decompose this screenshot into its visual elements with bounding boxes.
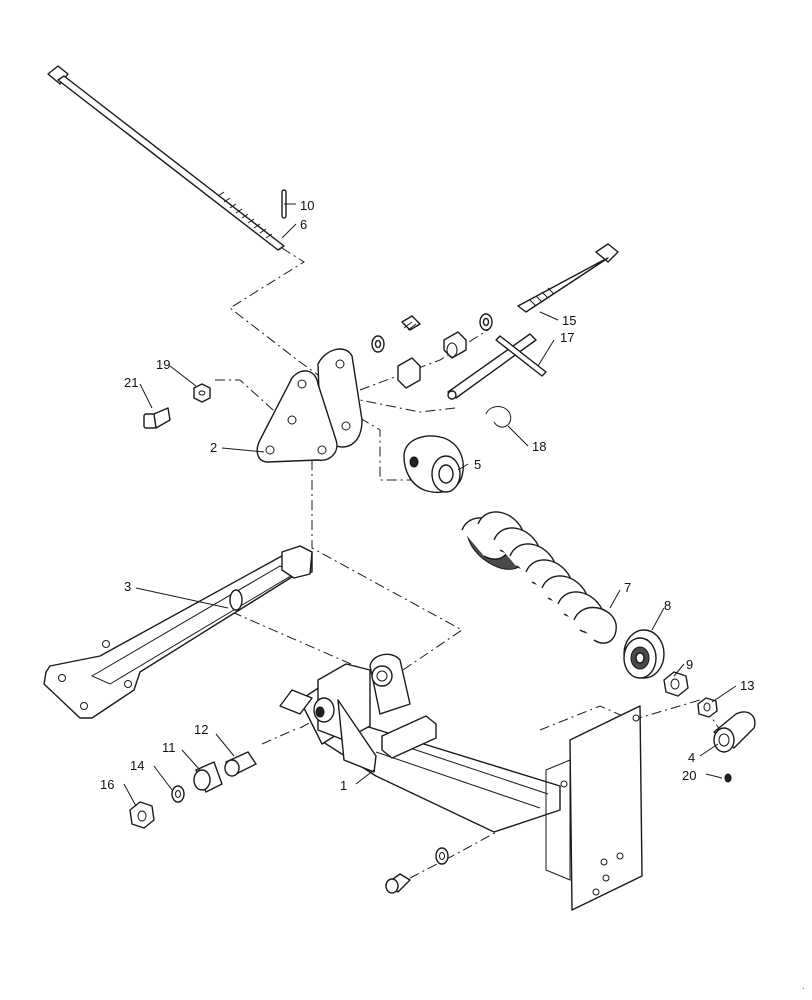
callout-21: 21	[124, 375, 138, 390]
callout-11: 11	[162, 740, 176, 755]
callout-8: 8	[664, 598, 671, 613]
callout-5: 5	[474, 457, 481, 472]
callout-10: 10	[300, 198, 314, 213]
callout-7: 7	[624, 580, 631, 595]
callout-12: 12	[194, 722, 208, 737]
small-nut-19	[193, 383, 211, 403]
callout-labels: 10 6 15 17 19 21 2 18 5 3 7 8 9 13 12 11…	[100, 198, 754, 793]
callout-9: 9	[686, 657, 693, 672]
frame-bolt	[385, 847, 449, 894]
t-handle-pin	[447, 333, 547, 400]
callout-6: 6	[300, 217, 307, 232]
callout-3: 3	[124, 579, 131, 594]
bushing-12	[224, 751, 257, 777]
corner-mark: `	[802, 987, 805, 996]
callout-18: 18	[532, 439, 546, 454]
bracket-plate	[256, 348, 363, 463]
callout-13: 13	[740, 678, 754, 693]
callout-2: 2	[210, 440, 217, 455]
bushing-4	[713, 711, 756, 753]
hairpin-clip	[485, 406, 512, 428]
callout-20: 20	[682, 768, 696, 783]
coil-spring	[461, 511, 617, 644]
nut-16	[129, 801, 155, 829]
callout-4: 4	[688, 750, 695, 765]
bolt-line-hardware	[371, 313, 493, 389]
callout-16: 16	[100, 777, 114, 792]
setscrew-20	[724, 773, 732, 783]
spring-cap	[403, 435, 464, 494]
nut-9	[663, 671, 689, 697]
leader-lines	[123, 203, 737, 807]
callout-14: 14	[130, 758, 144, 773]
spring-seat-washer	[623, 629, 665, 679]
callout-17: 17	[560, 330, 574, 345]
rod-threads	[217, 191, 273, 239]
threaded-bolt	[517, 243, 619, 313]
washer-14	[171, 785, 185, 803]
callout-15: 15	[562, 313, 576, 328]
nut-13	[697, 697, 718, 718]
bushing-11	[193, 761, 223, 793]
small-bolt-21	[143, 407, 171, 429]
arm-bar	[43, 545, 313, 719]
callout-1: 1	[340, 778, 347, 793]
callout-19: 19	[156, 357, 170, 372]
main-frame	[279, 653, 643, 911]
long-threaded-rod	[47, 65, 285, 251]
